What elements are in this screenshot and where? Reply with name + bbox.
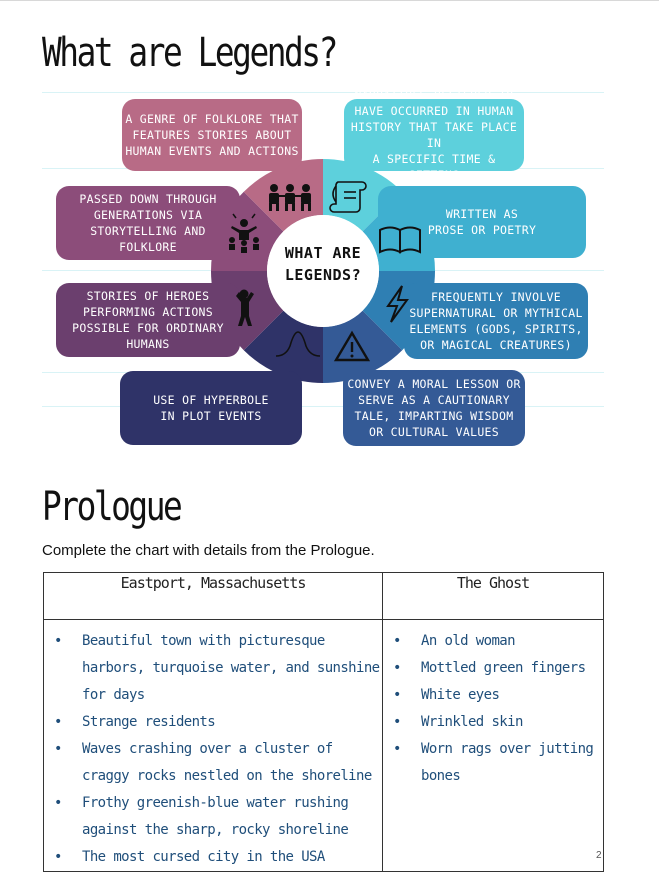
- eastport-cell[interactable]: Beautiful town with picturesque harbors,…: [43, 619, 383, 872]
- lightning-icon: [386, 285, 409, 323]
- page-title: What are Legends?: [42, 30, 338, 76]
- legend-item-text: PASSED DOWN THROUGH GENERATIONS VIA STOR…: [79, 192, 217, 254]
- ghost-cell[interactable]: An old womanMottled green fingersWhite e…: [382, 619, 604, 872]
- list-item: Strange residents: [54, 709, 382, 736]
- list-item: Waves crashing over a cluster of craggy …: [54, 736, 382, 790]
- ring-segment: [243, 310, 323, 383]
- prologue-chart-table: Eastport, Massachusetts The Ghost Beauti…: [43, 572, 604, 872]
- legend-item-supernatural: FREQUENTLY INVOLVE SUPERNATURAL OR MYTHI…: [404, 283, 588, 359]
- legend-item-moral: CONVEY A MORAL LESSON OR SERVE AS A CAUT…: [343, 370, 525, 446]
- legend-item-text: A GENRE OF FOLKLORE THAT FEATURES STORIE…: [125, 112, 299, 158]
- eastport-list: Beautiful town with picturesque harbors,…: [44, 628, 382, 871]
- center-circle: [267, 215, 379, 327]
- table-row: Beautiful town with picturesque harbors,…: [43, 619, 604, 872]
- list-item: Worn rags over jutting bones: [393, 736, 603, 790]
- list-item: Mottled green fingers: [393, 655, 603, 682]
- legend-item-heroes: STORIES OF HEROES PERFORMING ACTIONS POS…: [56, 283, 240, 357]
- ruled-line: [42, 92, 604, 93]
- list-item: Beautiful town with picturesque harbors,…: [54, 628, 382, 709]
- ghost-list: An old womanMottled green fingersWhite e…: [383, 628, 603, 790]
- bell-curve-icon: [275, 331, 321, 357]
- legend-item-passed-down: PASSED DOWN THROUGH GENERATIONS VIA STOR…: [56, 186, 240, 260]
- legend-item-prose: WRITTEN AS PROSE OR POETRY: [378, 186, 586, 258]
- legend-item-text: STORIES OF HEROES PERFORMING ACTIONS POS…: [72, 289, 224, 351]
- section-title: Prologue: [42, 484, 183, 530]
- list-item: An old woman: [393, 628, 603, 655]
- scroll-quill-icon: [329, 181, 367, 213]
- list-item: The most cursed city in the USA: [54, 844, 382, 871]
- page-number: 2: [596, 850, 602, 861]
- table-header-row: Eastport, Massachusetts The Ghost: [43, 572, 604, 620]
- storyteller-icon: [229, 213, 259, 253]
- legend-item-text: FREQUENTLY INVOLVE SUPERNATURAL OR MYTHI…: [409, 290, 583, 352]
- header-eastport: Eastport, Massachusetts: [43, 572, 383, 620]
- legend-item-text: USE OF HYPERBOLE IN PLOT EVENTS: [153, 393, 269, 423]
- legend-item-hyperbole: USE OF HYPERBOLE IN PLOT EVENTS: [120, 371, 302, 445]
- icon-layer: [229, 181, 421, 362]
- ring-segment: [323, 310, 403, 383]
- instructions-text: Complete the chart with details from the…: [42, 542, 375, 559]
- hero-figure-icon: [236, 289, 254, 326]
- legend-item-genre: A GENRE OF FOLKLORE THAT FEATURES STORIE…: [122, 99, 302, 171]
- list-item: Wrinkled skin: [393, 709, 603, 736]
- list-item: Frothy greenish-blue water rushing again…: [54, 790, 382, 844]
- people-group-icon: [269, 184, 311, 211]
- ruled-line: [42, 406, 604, 407]
- ring-segment: [323, 159, 403, 232]
- diagram-center-label: WHAT ARE LEGENDS?: [284, 244, 362, 284]
- warning-triangle-icon: [333, 330, 371, 362]
- legend-item-text: NARRATIVES BELIEVED TO HAVE OCCURRED IN …: [350, 88, 518, 182]
- legend-item-text: CONVEY A MORAL LESSON OR SERVE AS A CAUT…: [347, 377, 521, 439]
- header-ghost: The Ghost: [382, 572, 604, 620]
- legend-item-text: WRITTEN AS PROSE OR POETRY: [427, 207, 537, 237]
- legend-item-narratives: NARRATIVES BELIEVED TO HAVE OCCURRED IN …: [344, 88, 524, 182]
- top-divider: [0, 0, 659, 1]
- list-item: White eyes: [393, 682, 603, 709]
- open-book-icon: [379, 226, 421, 254]
